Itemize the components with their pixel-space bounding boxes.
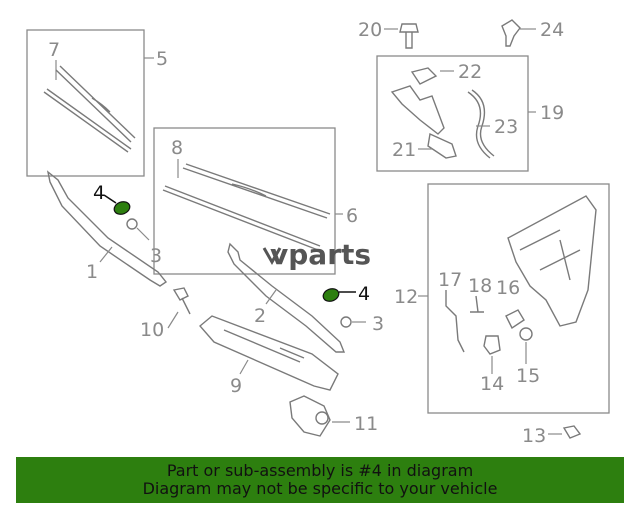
callout-4-left: 4 <box>93 182 105 204</box>
bolt-20: 20 <box>358 19 419 49</box>
callout-1: 1 <box>86 261 98 283</box>
callout-8: 8 <box>171 137 183 159</box>
banner-line-2: Diagram may not be specific to your vehi… <box>142 479 498 498</box>
bolt-10: 10 <box>140 287 191 341</box>
wiper-blade-8 <box>182 163 331 219</box>
callout-12: 12 <box>394 286 418 308</box>
nozzle-24: 24 <box>501 19 564 47</box>
callout-5: 5 <box>156 48 168 70</box>
arm-cap-4-right: 4 <box>322 283 370 305</box>
watermark-logo: vparts <box>262 238 371 271</box>
callout-4-right: 4 <box>358 283 370 305</box>
callout-18: 18 <box>468 275 492 297</box>
nut-3-right: 3 <box>340 313 384 335</box>
callout-21: 21 <box>392 139 416 161</box>
callout-7: 7 <box>48 39 60 61</box>
nut-3-left: 3 <box>126 218 162 267</box>
parts-diagram: 5 7 6 8 1 2 4 4 3 <box>26 19 610 447</box>
arm-cap-4-left: 4 <box>93 182 131 215</box>
callout-17: 17 <box>438 269 462 291</box>
box-blade-7: 5 7 <box>26 29 168 177</box>
callout-19: 19 <box>540 102 564 124</box>
box-washer-12: 12 17 18 16 14 15 <box>394 183 610 414</box>
callout-3-left: 3 <box>150 245 162 267</box>
callout-15: 15 <box>516 365 540 387</box>
callout-10: 10 <box>140 319 164 341</box>
callout-20: 20 <box>358 19 382 41</box>
callout-24: 24 <box>540 19 564 41</box>
callout-16: 16 <box>496 277 520 299</box>
info-banner: Part or sub-assembly is #4 in diagram Di… <box>16 457 624 503</box>
watermark-text: vparts <box>270 238 371 271</box>
box-blade-8: 6 8 <box>153 127 358 275</box>
callout-9: 9 <box>230 375 242 397</box>
callout-14: 14 <box>480 373 504 395</box>
callout-23: 23 <box>494 116 518 138</box>
wiper-arm-1: 1 <box>46 170 168 287</box>
callout-11: 11 <box>354 413 378 435</box>
wiper-arm-2: 2 <box>227 242 346 353</box>
wiper-linkage-9: 9 <box>199 315 339 397</box>
callout-3-right: 3 <box>372 313 384 335</box>
washer-reservoir <box>507 195 597 327</box>
callout-13: 13 <box>522 425 546 447</box>
wiper-blade-7 <box>55 65 136 143</box>
wiper-motor-11: 11 <box>289 395 378 437</box>
callout-22: 22 <box>458 61 482 83</box>
callout-6: 6 <box>346 205 358 227</box>
box-reservoir-19: 19 22 21 23 <box>376 55 564 172</box>
screw-13: 13 <box>522 425 582 447</box>
banner-line-1: Part or sub-assembly is #4 in diagram <box>166 461 474 480</box>
callout-2: 2 <box>254 305 266 327</box>
